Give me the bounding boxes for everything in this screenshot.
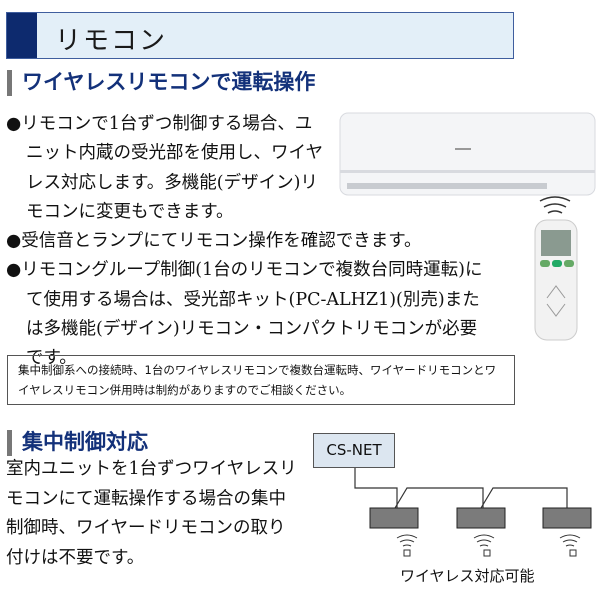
network-diagram: [354, 468, 592, 557]
wireless-icon: [396, 534, 581, 557]
bullet-item: ●受信音とランプにてリモコン操作を確認できます。: [6, 231, 422, 252]
section-title-central: 集中制御対応: [7, 428, 148, 456]
cs-net-controller: CS-NET: [313, 433, 395, 468]
section-title-wireless: ワイヤレスリモコンで運転操作: [7, 68, 315, 96]
diagram-caption: ワイヤレス対応可能: [400, 567, 535, 585]
indoor-unit: [456, 507, 506, 529]
central-control-text: 室内ユニットを1台ずつワイヤレスリモコンにて運転操作する場合の集中制御時、ワイヤ…: [6, 459, 297, 568]
notice-box: 集中制御系への接続時、1台のワイヤレスリモコンで複数台運転時、ワイヤードリモコン…: [7, 355, 515, 405]
indoor-unit: [369, 507, 419, 529]
indoor-unit: [542, 507, 592, 529]
header-accent-block: [7, 13, 37, 58]
bullet-item: ●リモコングループ制御(1台のリモコンで複数台同時運転)にて使用する場合は、受光…: [6, 260, 483, 369]
page-title: リモコン: [55, 26, 168, 56]
feature-bullets: ●リモコンで1台ずつ制御する場合、ユニット内蔵の受光部を使用し、ワイヤレス対応し…: [6, 110, 526, 374]
bullet-item: ●リモコンで1台ずつ制御する場合、ユニット内蔵の受光部を使用し、ワイヤレス対応し…: [6, 114, 323, 222]
air-conditioner-remote-illustration: [339, 112, 596, 341]
page-header: リモコン: [6, 12, 514, 59]
